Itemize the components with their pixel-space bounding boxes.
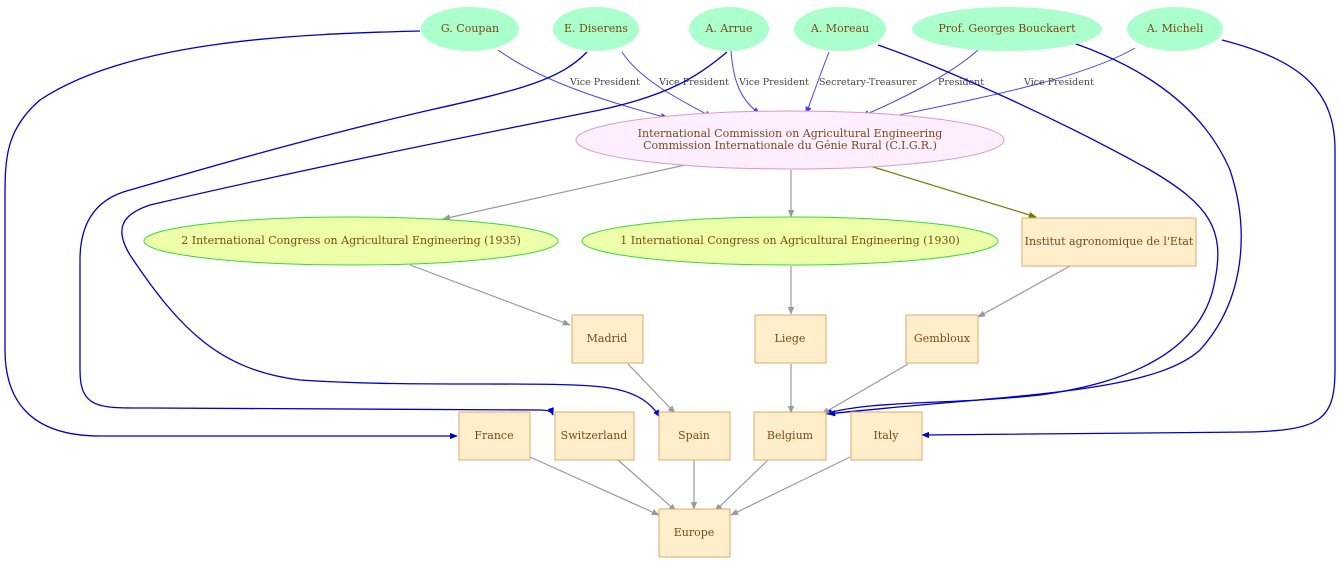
edge-madrid-spain [627, 363, 676, 414]
city-label: Gembloux [914, 332, 971, 345]
person-label: Prof. Georges Bouckaert [938, 22, 1076, 35]
city-node-madrid[interactable]: Madrid [571, 314, 644, 364]
continent-node-europe[interactable]: Europe [658, 508, 731, 558]
role-label-diserens: Vice President [658, 77, 729, 88]
city-label: Liege [775, 332, 806, 345]
person-node-bouckaert[interactable]: Prof. Georges Bouckaert [912, 7, 1102, 51]
edge-commission-congress2 [442, 164, 686, 221]
country-node-spain[interactable]: Spain [658, 411, 731, 461]
edge-italy-europe [730, 456, 851, 516]
person-label: A. Moreau [810, 22, 869, 35]
commission-name-en: International Commission on Agricultural… [638, 127, 943, 140]
edge-switzerland-europe [617, 459, 677, 512]
country-label: Italy [873, 429, 899, 442]
edges: Vice President Vice President Vice Presi… [4, 30, 1336, 516]
institute-node[interactable]: Institut agronomique de l'Etat [1021, 217, 1197, 267]
person-node-coupan[interactable]: G. Coupan [421, 7, 519, 51]
edge-institute-gembloux [977, 265, 1071, 318]
event-node-congress1[interactable]: 1 International Congress on Agricultural… [581, 216, 999, 266]
person-node-micheli[interactable]: A. Micheli [1127, 7, 1223, 51]
commission-name-fr: Commission Internationale du Génie Rural… [643, 139, 937, 152]
city-label: Madrid [587, 332, 628, 345]
edge-france-europe [529, 456, 660, 516]
event-node-congress2[interactable]: 2 International Congress on Agricultural… [143, 216, 559, 266]
role-label-moreau: Secretary-Treasurer [819, 77, 917, 88]
edge-congress2-madrid [409, 264, 571, 326]
edge-gembloux-belgium [821, 363, 909, 415]
role-label-micheli: Vice President [1023, 77, 1094, 88]
person-node-diserens[interactable]: E. Diserens [553, 7, 639, 51]
country-label: Belgium [767, 429, 814, 442]
person-label: E. Diserens [564, 22, 628, 35]
edge-arrue-commission [730, 49, 761, 115]
edge-commission-institute [869, 165, 1037, 218]
city-node-liege[interactable]: Liege [754, 314, 827, 364]
country-label: Spain [678, 429, 710, 442]
person-node-arrue[interactable]: A. Arrue [689, 7, 769, 51]
edge-coupan-commission [497, 49, 669, 120]
country-node-france[interactable]: France [458, 411, 531, 461]
edge-coupan-france [4, 30, 458, 440]
country-label: Switzerland [561, 429, 628, 442]
country-label: France [474, 429, 513, 442]
commission-node[interactable]: International Commission on Agricultural… [575, 110, 1005, 170]
city-node-gembloux[interactable]: Gembloux [905, 314, 979, 364]
role-label-coupan: Vice President [569, 77, 640, 88]
event-label: 1 International Congress on Agricultural… [620, 234, 960, 247]
person-label: A. Micheli [1146, 22, 1204, 35]
edge-micheli-commission [879, 47, 1136, 121]
edge-moreau-commission [805, 51, 830, 115]
edge-arrue-spain [121, 51, 728, 418]
country-node-switzerland[interactable]: Switzerland [554, 411, 635, 461]
edge-bouckaert-belgium [827, 36, 1242, 417]
person-node-moreau[interactable]: A. Moreau [794, 7, 886, 51]
country-node-italy[interactable]: Italy [850, 411, 923, 461]
person-label: A. Arrue [705, 22, 753, 35]
role-label-bouckaert: President [938, 77, 984, 88]
continent-label: Europe [674, 526, 715, 539]
edge-diserens-switzerland [79, 51, 588, 416]
edge-micheli-italy [921, 39, 1336, 439]
person-label: G. Coupan [441, 22, 499, 35]
role-label-arrue: Vice President [738, 77, 809, 88]
edge-belgium-europe [714, 459, 769, 512]
event-label: 2 International Congress on Agricultural… [181, 234, 521, 247]
edge-bouckaert-commission [861, 49, 979, 117]
institute-label: Institut agronomique de l'Etat [1025, 235, 1194, 248]
country-node-belgium[interactable]: Belgium [753, 411, 827, 461]
edge-diserens-commission [621, 51, 713, 118]
